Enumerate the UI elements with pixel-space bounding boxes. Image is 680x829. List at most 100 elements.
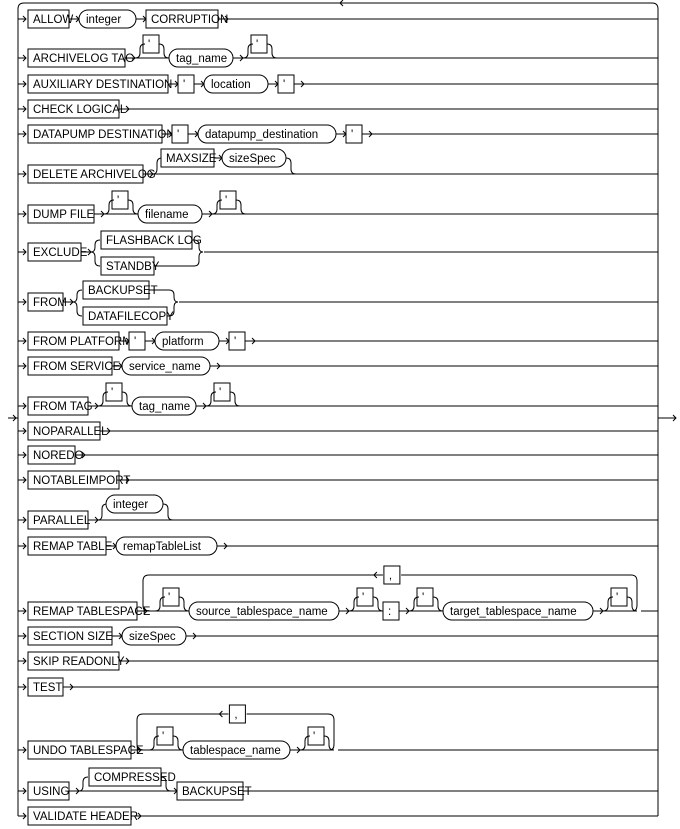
keyword-box: NOTABLEIMPORT: [27, 470, 130, 490]
connector-path: [348, 596, 360, 612]
keyword-label: ': [283, 79, 285, 91]
keyword-box: ': [250, 34, 268, 54]
keyword-label: DELETE ARCHIVELOG: [33, 169, 156, 181]
keyword-label: FROM: [33, 297, 67, 309]
keyword-label: BACKUPSET: [88, 285, 158, 297]
keyword-frame: [416, 587, 434, 607]
connector-path: [372, 596, 384, 612]
keyword-box: ': [356, 587, 374, 607]
arrow-right-icon: [22, 80, 27, 88]
keyword-box: ': [345, 124, 363, 144]
nonterminal-box: source_tablespace_name: [188, 601, 340, 621]
keyword-box: TEST: [27, 677, 64, 697]
keyword-frame: [171, 124, 189, 144]
keyword-label: CHECK LOGICAL: [33, 104, 127, 116]
keyword-box: CORRUPTION: [145, 9, 228, 29]
keyword-label: ': [177, 129, 179, 141]
keyword-box: ': [156, 726, 174, 746]
keyword-box: ALLOW: [27, 9, 73, 29]
arrow-right-icon: [22, 683, 27, 691]
keyword-frame: [228, 704, 246, 724]
keyword-box: ': [162, 587, 180, 607]
connector-path: [148, 735, 160, 751]
connector-path: [97, 391, 109, 407]
keyword-box: SECTION SIZE: [27, 626, 113, 646]
keyword-frame: [219, 190, 237, 210]
keyword-box: ': [228, 331, 246, 351]
keyword-label: ,: [389, 570, 392, 582]
nonterminal-box: filename: [137, 204, 203, 224]
repeat-loop: [17, 2, 659, 19]
nonterminal-box: location: [203, 74, 269, 94]
connector-path: [193, 251, 204, 267]
arrow-right-icon: [22, 54, 27, 62]
nonterminal-box: platform: [154, 331, 220, 351]
arrow-right-icon: [22, 248, 27, 256]
connector-path: [90, 251, 101, 267]
keyword-box: ': [111, 190, 129, 210]
nonterminal-box: tablespace_name: [182, 740, 291, 760]
arrow-right-icon: [22, 451, 27, 459]
connector-path: [162, 503, 174, 521]
keyword-frame: [105, 382, 123, 402]
keyword-box: ': [277, 74, 295, 94]
keyword-box: ': [307, 726, 325, 746]
arrow-right-icon: [22, 15, 27, 23]
nonterminal-label: filename: [145, 209, 188, 221]
keyword-label: FROM TAG: [33, 401, 93, 413]
keyword-label: AUXILIARY DESTINATION: [33, 79, 172, 91]
keyword-label: USING: [33, 786, 69, 798]
keyword-label: ': [362, 592, 364, 604]
keyword-box: ARCHIVELOG TAG: [27, 48, 134, 68]
keyword-label: ARCHIVELOG TAG: [33, 53, 134, 65]
connector-path: [154, 596, 166, 612]
keyword-box: PARALLEL: [27, 510, 91, 530]
keyword-label: ': [148, 39, 150, 51]
keyword-label: REMAP TABLESPACE: [33, 606, 151, 618]
keyword-box: COMPRESSED: [88, 767, 176, 787]
nonterminal-box: datapump_destination: [197, 124, 337, 144]
keyword-label: ': [225, 195, 227, 207]
keyword-box: :: [382, 601, 400, 621]
nonterminal-label: remapTableList: [123, 541, 202, 553]
arrow-right-icon: [22, 170, 27, 178]
arrow-right-icon: [22, 542, 27, 550]
keyword-label: EXCLUDE: [33, 247, 88, 259]
arrow-right-icon: [22, 402, 27, 410]
keyword-box: FLASHBACK LOG: [100, 230, 202, 250]
nonterminal-label: service_name: [129, 361, 201, 373]
arrow-right-icon: [22, 130, 27, 138]
keyword-frame: [156, 726, 174, 746]
keyword-box: BACKUPSET: [176, 781, 252, 801]
keyword-frame: [162, 587, 180, 607]
keyword-box: ': [142, 34, 160, 54]
nonterminal-box: integer: [105, 494, 164, 514]
keyword-label: COMPRESSED: [94, 772, 176, 784]
connector-path: [90, 239, 101, 253]
keyword-box: FROM: [27, 292, 67, 312]
keyword-box: ,: [228, 704, 246, 724]
keyword-box: SKIP READONLY: [27, 651, 125, 671]
connector-path: [72, 301, 83, 317]
connector-path: [78, 776, 89, 792]
keyword-frame: [142, 34, 160, 54]
connector-path: [178, 596, 190, 612]
keyword-frame: [356, 587, 374, 607]
connector-path: [266, 43, 278, 59]
connector-path: [626, 596, 638, 612]
arrow-left-icon: [339, 0, 344, 7]
keyword-label: ': [422, 592, 424, 604]
keyword-label: REMAP TABLE: [33, 541, 113, 553]
keyword-label: DUMP FILE: [33, 209, 94, 221]
keyword-frame: [345, 124, 363, 144]
keyword-box: ': [213, 382, 231, 402]
keyword-label: NOPARALLEL: [33, 426, 108, 438]
keyword-frame: [213, 382, 231, 402]
nonterminal-box: remapTableList: [115, 536, 218, 556]
keyword-label: SECTION SIZE: [33, 631, 113, 643]
nonterminal-box: tag_name: [168, 48, 234, 68]
keyword-box: FROM SERVICE: [27, 356, 121, 376]
keyword-label: ': [313, 731, 315, 743]
connector-path: [229, 391, 241, 407]
connector-path: [193, 239, 204, 253]
